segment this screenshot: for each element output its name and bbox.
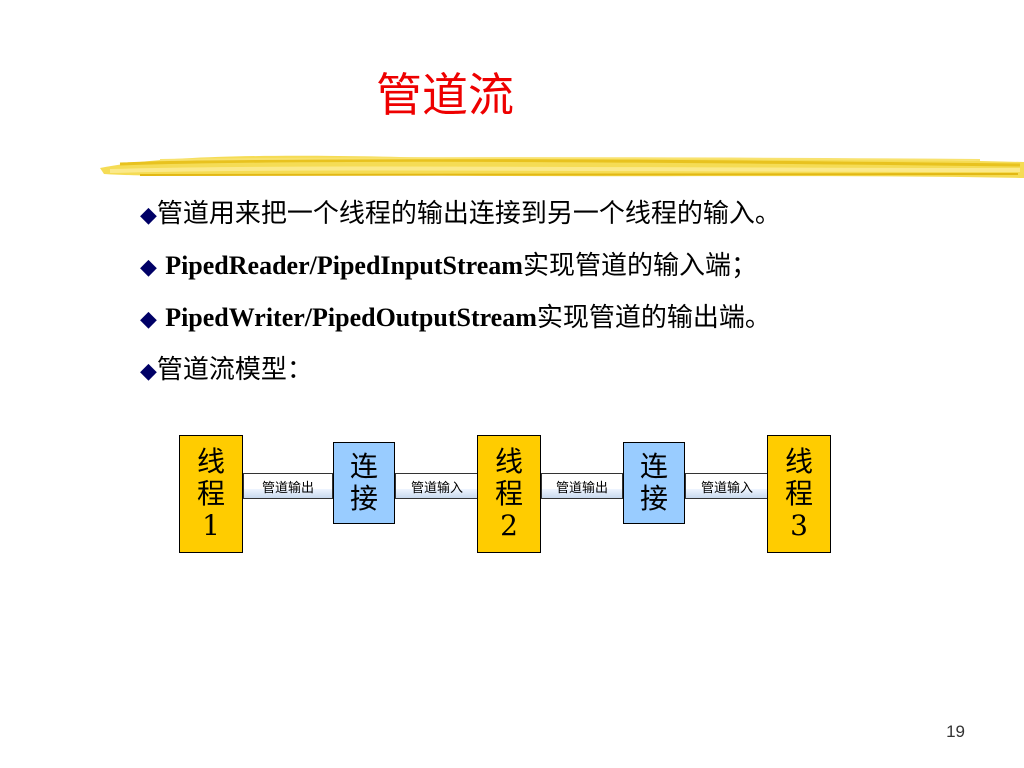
- brush-stroke-divider: [100, 155, 1024, 178]
- bullet-item: ◆ PipedReader/PipedInputStream实现管道的输入端；: [140, 242, 1010, 294]
- diamond-bullet-icon: ◆: [140, 255, 157, 280]
- bullet-item: ◆管道流模型：: [140, 346, 1010, 398]
- pipe-output-2: 管道输出: [541, 473, 623, 499]
- diamond-bullet-icon: ◆: [140, 359, 157, 384]
- bullet-list: ◆管道用来把一个线程的输出连接到另一个线程的输入。 ◆ PipedReader/…: [140, 190, 1010, 398]
- bullet-class-names: PipedReader/PipedInputStream: [165, 251, 523, 280]
- thread-2-box: 线 程 2: [477, 435, 541, 553]
- diamond-bullet-icon: ◆: [140, 203, 157, 228]
- bullet-item: ◆ PipedWriter/PipedOutputStream实现管道的输出端。: [140, 294, 1010, 346]
- page-number: 19: [946, 722, 965, 741]
- bullet-text: 实现管道的输入端；: [522, 251, 757, 281]
- bullet-text: 管道用来把一个线程的输出连接到另一个线程的输入。: [156, 199, 781, 229]
- slide-title: 管道流: [376, 68, 514, 122]
- pipe-input-2: 管道输入: [685, 473, 769, 499]
- thread-1-box: 线 程 1: [179, 435, 243, 553]
- bullet-item: ◆管道用来把一个线程的输出连接到另一个线程的输入。: [140, 190, 1010, 242]
- bullet-text: 管道流模型：: [156, 355, 313, 385]
- pipe-output-1: 管道输出: [243, 473, 333, 499]
- connect-1-box: 连 接: [333, 442, 395, 524]
- diamond-bullet-icon: ◆: [140, 307, 157, 332]
- pipe-input-1: 管道输入: [395, 473, 479, 499]
- thread-3-box: 线 程 3: [767, 435, 831, 553]
- connect-2-box: 连 接: [623, 442, 685, 524]
- bullet-class-names: PipedWriter/PipedOutputStream: [165, 303, 537, 332]
- bullet-text: 实现管道的输出端。: [536, 303, 771, 333]
